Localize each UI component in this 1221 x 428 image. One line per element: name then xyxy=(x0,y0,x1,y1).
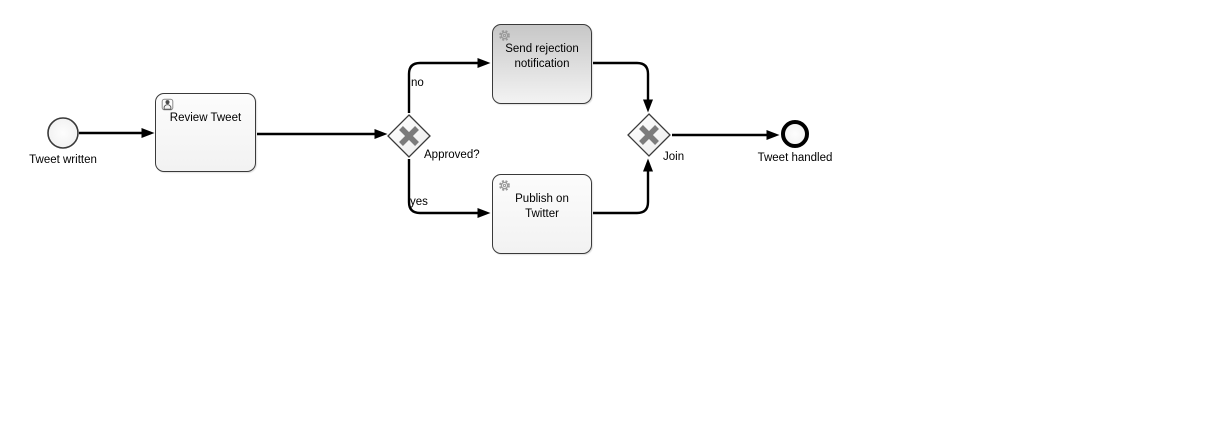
start-event-label: Tweet written xyxy=(29,154,97,166)
x-cross-icon xyxy=(399,126,419,146)
task-publish-on-twitter[interactable]: Publish on Twitter xyxy=(492,174,592,254)
split-gateway-label: Approved? xyxy=(424,149,480,161)
end-event[interactable] xyxy=(781,120,809,148)
task-label: Send rejection notification xyxy=(505,43,579,70)
task-label: Publish on Twitter xyxy=(515,193,569,220)
flow-publish-to-join[interactable] xyxy=(593,158,653,215)
start-event[interactable] xyxy=(47,117,79,149)
task-review-tweet[interactable]: Review Tweet xyxy=(155,93,256,172)
flow-reject-to-join[interactable] xyxy=(593,61,653,113)
gear-icon xyxy=(499,180,510,191)
join-gateway-label: Join xyxy=(663,151,685,163)
task-label: Review Tweet xyxy=(169,112,242,124)
gear-icon xyxy=(499,30,510,41)
user-icon xyxy=(161,98,174,111)
flow-no-to-reject[interactable] xyxy=(407,58,491,113)
x-cross-icon xyxy=(639,125,659,145)
end-event-label: Tweet handled xyxy=(757,152,833,164)
task-send-rejection-notification[interactable]: Send rejection notification xyxy=(492,24,592,104)
edge-label-yes: yes xyxy=(410,196,428,208)
edge-label-no: no xyxy=(411,77,424,89)
flow-yes-to-publish[interactable] xyxy=(407,159,491,218)
